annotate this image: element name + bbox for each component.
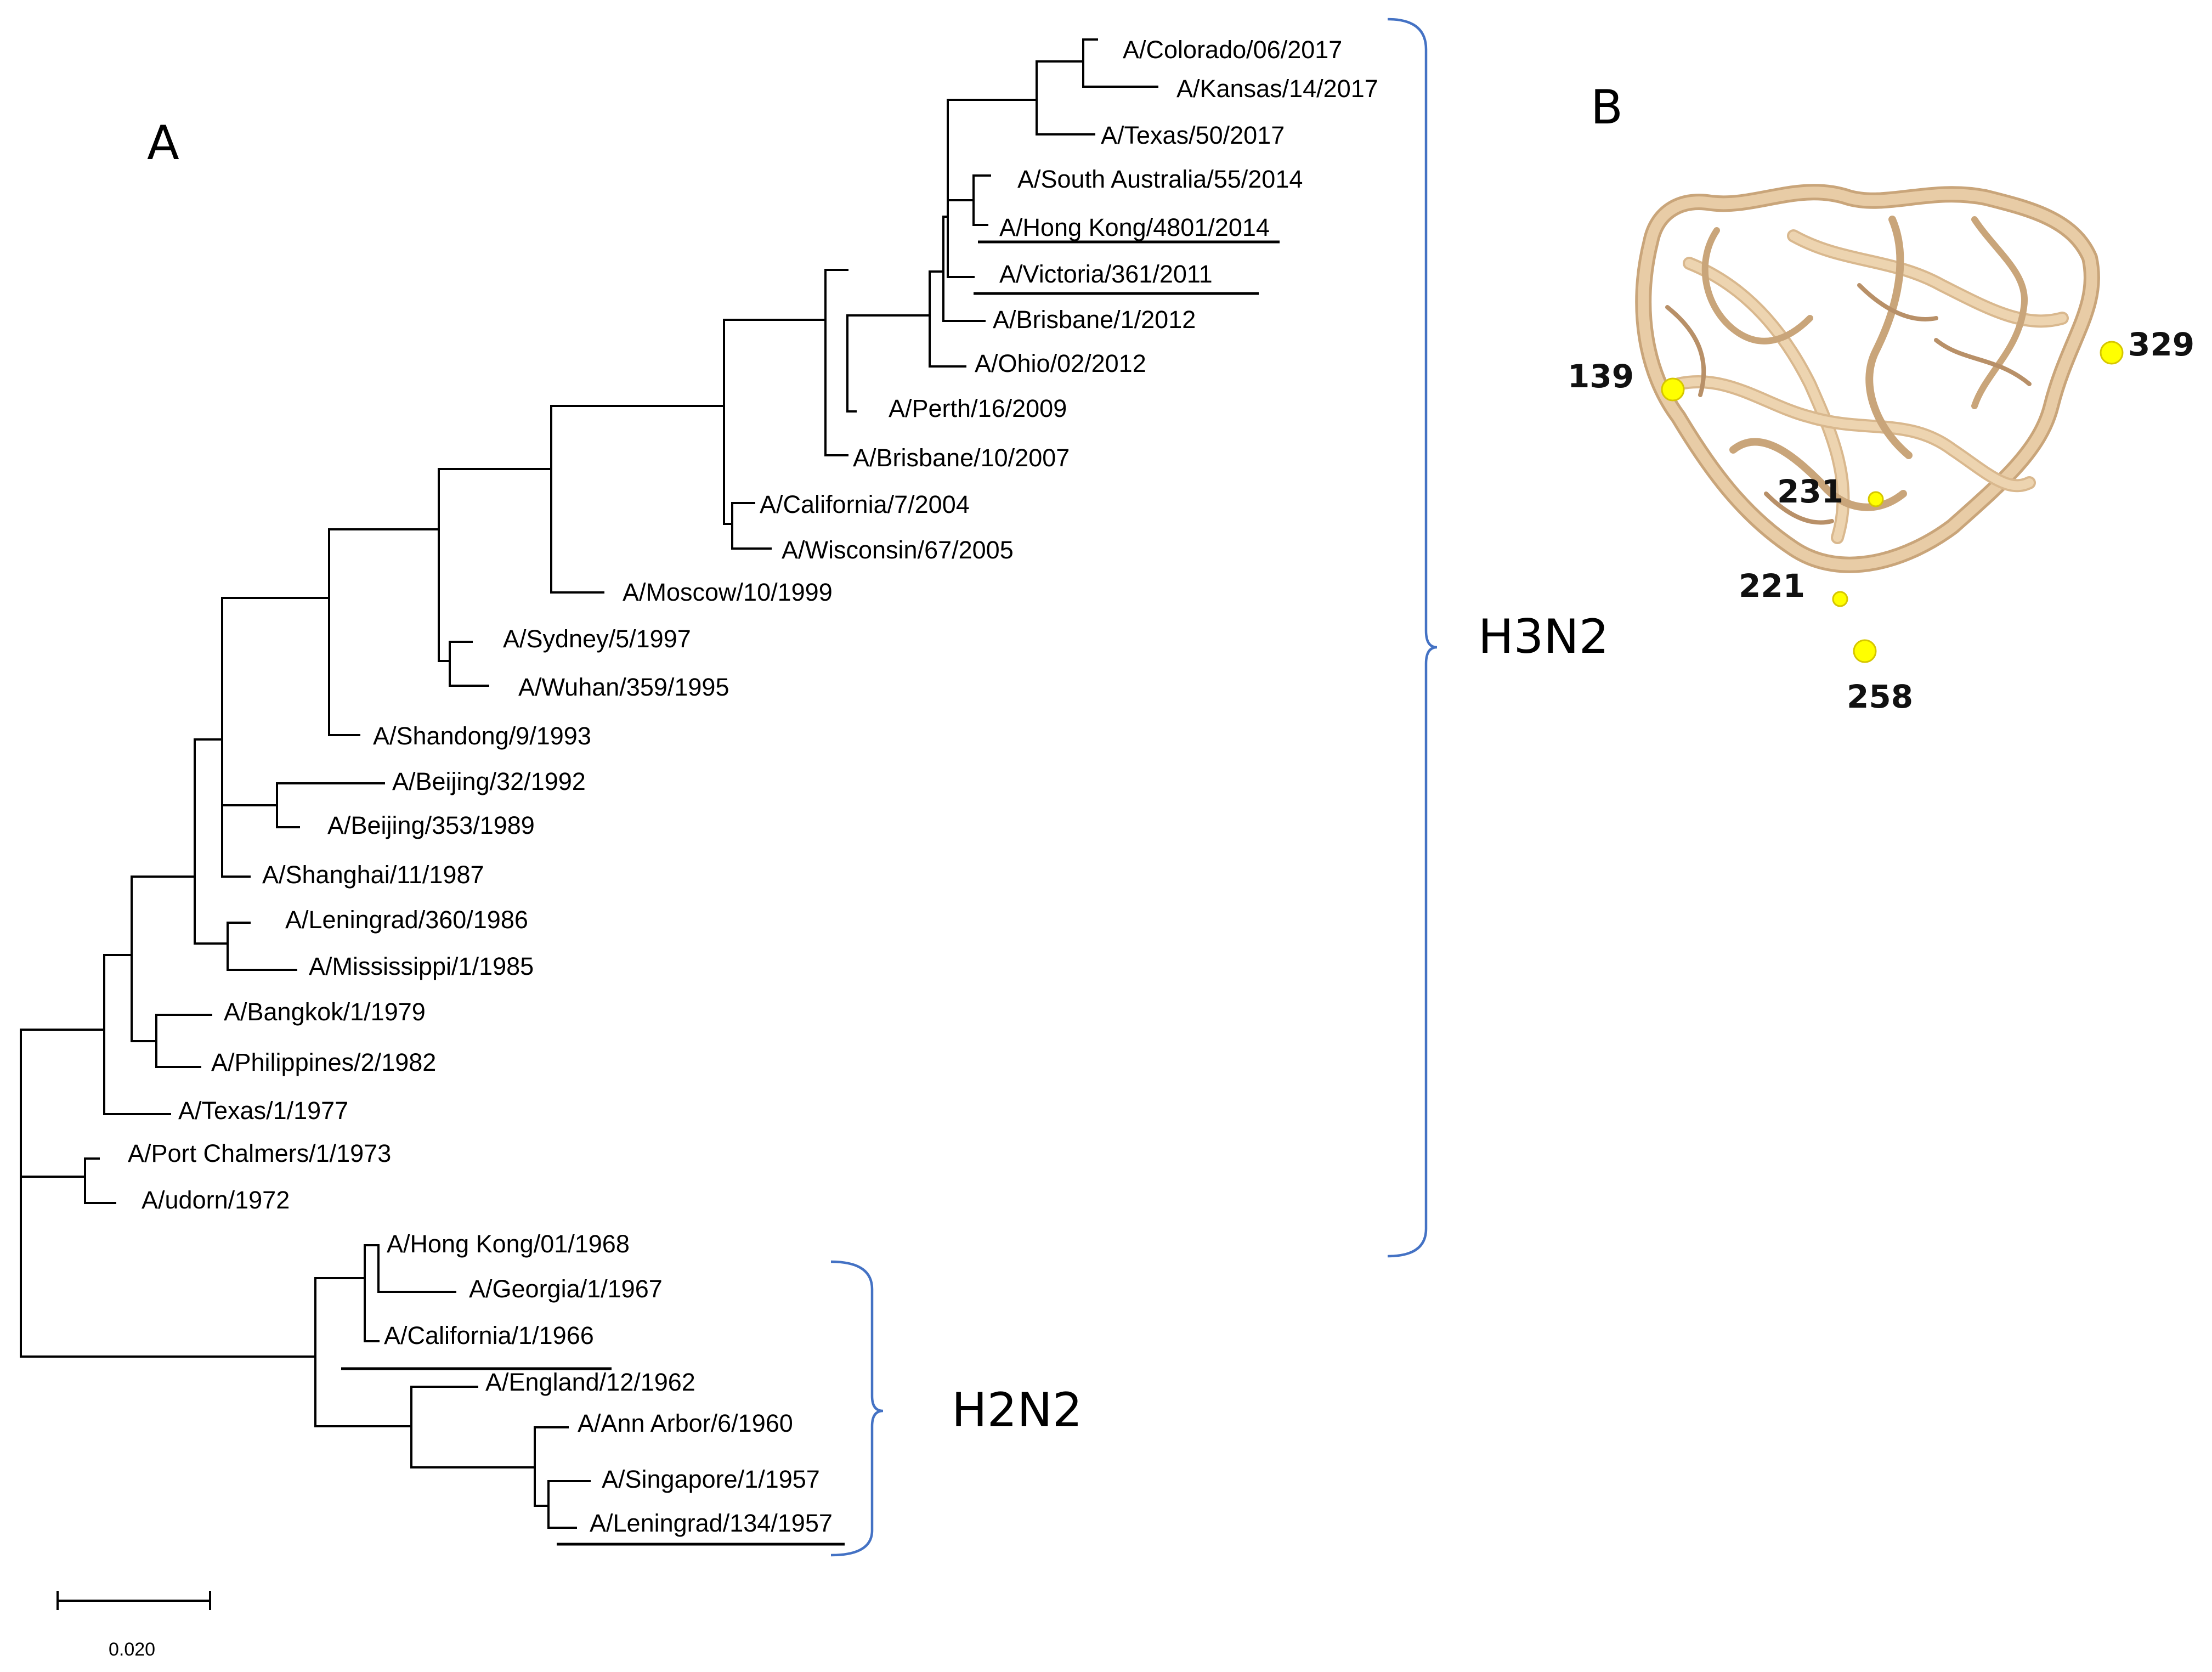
taxon-label: A/Beijing/353/1989 — [327, 811, 535, 839]
site-label-139: 139 — [1568, 358, 1634, 395]
ribbon-backbone — [1635, 184, 2100, 573]
taxon-label: A/Shanghai/11/1987 — [262, 861, 484, 889]
site-label-231: 231 — [1777, 473, 1843, 510]
taxon-label: A/Perth/16/2009 — [889, 394, 1067, 422]
taxon-label: A/California/7/2004 — [760, 490, 970, 518]
taxon-label: A/South Australia/55/2014 — [1017, 165, 1303, 193]
taxon-label: A/Wisconsin/67/2005 — [782, 536, 1014, 564]
site-label-258: 258 — [1847, 678, 1913, 715]
taxon-label: A/California/1/1966 — [384, 1321, 594, 1349]
taxon-label: A/Sydney/5/1997 — [503, 625, 691, 653]
scale-bar-label: 0.020 — [109, 1639, 155, 1660]
site-marker — [1853, 639, 1877, 663]
taxon-label: A/Ohio/02/2012 — [975, 349, 1146, 377]
vaccine-strain-underlines — [341, 240, 1280, 1546]
taxon-label: A/England/12/1962 — [485, 1368, 695, 1396]
panel-a-label: A — [147, 116, 179, 171]
site-label-221: 221 — [1739, 567, 1805, 605]
taxon-label: A/Shandong/9/1993 — [373, 722, 591, 750]
site-marker — [1868, 491, 1884, 507]
scale-bar: 0.020 — [56, 1591, 211, 1660]
taxon-label: A/Brisbane/1/2012 — [993, 306, 1196, 334]
taxon-label: A/Texas/1/1977 — [178, 1097, 348, 1125]
h2n2-label: H2N2 — [952, 1383, 1082, 1438]
taxon-label: A/Moscow/10/1999 — [623, 578, 833, 606]
h3n2-bracket — [1387, 18, 1438, 1258]
taxon-label: A/Bangkok/1/1979 — [224, 998, 426, 1026]
taxon-label: A/Leningrad/360/1986 — [285, 906, 528, 934]
taxon-label: A/Victoria/361/2011 — [999, 260, 1213, 288]
h2n2-bracket — [830, 1260, 884, 1557]
taxon-label: A/Port Chalmers/1/1973 — [128, 1139, 391, 1167]
protein-ribbon-structure: 139 329 231 221 258 — [1568, 184, 2194, 715]
taxon-label: A/Colorado/06/2017 — [1123, 36, 1342, 64]
taxon-label: A/Beijing/32/1992 — [392, 767, 586, 795]
taxon-label: A/Texas/50/2017 — [1101, 121, 1285, 149]
taxon-label: A/udorn/1972 — [142, 1186, 290, 1214]
site-label-329: 329 — [2128, 326, 2194, 363]
panel-b-label: B — [1591, 80, 1623, 135]
taxon-label: A/Wuhan/359/1995 — [518, 673, 729, 701]
site-marker — [2100, 341, 2124, 365]
taxon-label: A/Hong Kong/01/1968 — [387, 1230, 630, 1258]
site-marker — [1832, 591, 1848, 607]
site-marker — [1661, 377, 1685, 402]
taxon-label: A/Singapore/1/1957 — [602, 1465, 820, 1493]
taxon-label: A/Georgia/1/1967 — [469, 1275, 663, 1303]
taxon-label: A/Mississippi/1/1985 — [309, 952, 534, 980]
phylogenetic-tree — [20, 38, 1158, 1529]
taxon-label: A/Philippines/2/1982 — [211, 1048, 436, 1076]
taxon-label: A/Brisbane/10/2007 — [853, 444, 1070, 472]
taxon-labels: A/Colorado/06/2017 A/Kansas/14/2017 A/Te… — [128, 36, 1378, 1537]
taxon-label: A/Leningrad/134/1957 — [590, 1509, 833, 1537]
taxon-label: A/Ann Arbor/6/1960 — [578, 1409, 793, 1437]
taxon-label: A/Hong Kong/4801/2014 — [999, 213, 1270, 241]
h3n2-label: H3N2 — [1478, 609, 1609, 664]
taxon-label: A/Kansas/14/2017 — [1176, 75, 1378, 103]
